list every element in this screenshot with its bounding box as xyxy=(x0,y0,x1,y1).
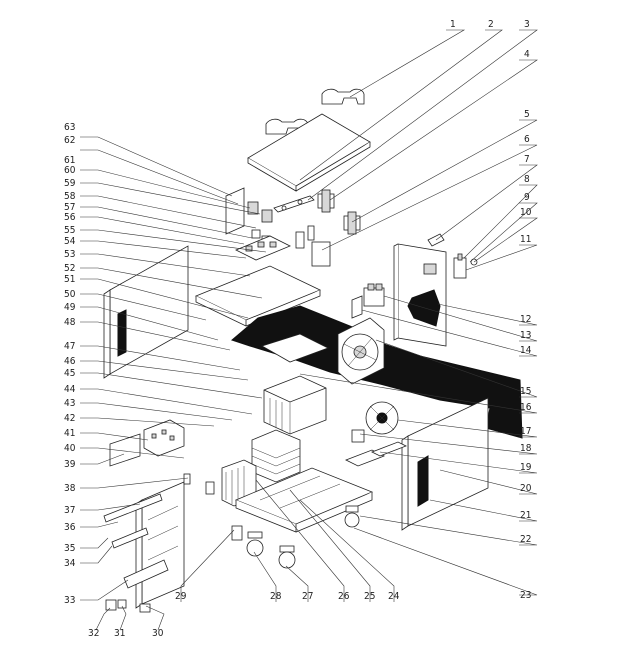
callout-1: 1 xyxy=(450,19,456,30)
callout-51: 51 xyxy=(64,274,75,285)
callout-41: 41 xyxy=(64,428,75,439)
part-rear-fan xyxy=(365,401,399,435)
callout-22: 22 xyxy=(520,534,531,545)
callout-61: 61 xyxy=(64,155,75,166)
callout-25: 25 xyxy=(364,591,375,602)
callout-6: 6 xyxy=(524,134,530,145)
callout-26: 26 xyxy=(338,591,350,602)
callout-31: 31 xyxy=(114,628,125,639)
callout-48: 48 xyxy=(64,317,76,328)
callout-35: 35 xyxy=(64,543,75,554)
callout-labels: 1 2 3 4 5 6 7 8 9 10 11 12 13 14 15 16 1… xyxy=(64,19,532,639)
part-switch-block xyxy=(351,283,385,319)
part-right-side-panel xyxy=(401,397,489,531)
callout-50: 50 xyxy=(64,289,76,300)
callout-21: 21 xyxy=(520,510,531,521)
callout-3: 3 xyxy=(524,19,530,30)
callout-56: 56 xyxy=(64,212,76,223)
callout-57: 57 xyxy=(64,202,75,213)
callout-58: 58 xyxy=(64,191,76,202)
part-left-side-panel xyxy=(103,245,189,379)
callout-27: 27 xyxy=(302,591,313,602)
callout-19: 19 xyxy=(520,462,532,473)
callout-46: 46 xyxy=(64,356,76,367)
callout-13: 13 xyxy=(520,330,531,341)
part-cooling-fan xyxy=(337,317,385,385)
callout-8: 8 xyxy=(524,174,530,185)
part-transformer-small xyxy=(317,189,361,235)
part-terminals xyxy=(345,429,407,467)
callout-28: 28 xyxy=(270,591,282,602)
part-rail-bracket xyxy=(273,195,315,213)
callout-32: 32 xyxy=(88,628,99,639)
callout-43: 43 xyxy=(64,398,75,409)
part-rear-panel xyxy=(393,243,447,347)
callout-45: 45 xyxy=(64,368,75,379)
callout-37: 37 xyxy=(64,505,75,516)
callout-63: 63 xyxy=(64,122,75,133)
callout-60: 60 xyxy=(64,165,76,176)
leader-lines xyxy=(80,29,538,631)
callout-39: 39 xyxy=(64,459,76,470)
callout-54: 54 xyxy=(64,236,76,247)
callout-2: 2 xyxy=(488,19,494,30)
callout-62: 62 xyxy=(64,135,75,146)
part-top-cover xyxy=(247,113,371,192)
callout-44: 44 xyxy=(64,384,76,395)
callout-52: 52 xyxy=(64,263,75,274)
callout-34: 34 xyxy=(64,558,76,569)
callout-18: 18 xyxy=(520,443,532,454)
callout-14: 14 xyxy=(520,345,532,356)
callout-12: 12 xyxy=(520,314,531,325)
callout-23: 23 xyxy=(520,590,531,601)
callout-11: 11 xyxy=(520,234,531,245)
callout-20: 20 xyxy=(520,483,532,494)
callout-49: 49 xyxy=(64,302,76,313)
part-front-handle xyxy=(103,493,163,549)
callout-55: 55 xyxy=(64,225,75,236)
callout-59: 59 xyxy=(64,178,76,189)
callout-53: 53 xyxy=(64,249,75,260)
callout-15: 15 xyxy=(520,386,531,397)
callout-30: 30 xyxy=(152,628,164,639)
callout-16: 16 xyxy=(520,402,532,413)
callout-33: 33 xyxy=(64,595,75,606)
callout-9: 9 xyxy=(524,192,530,203)
callout-17: 17 xyxy=(520,426,531,437)
callout-42: 42 xyxy=(64,413,75,424)
callout-7: 7 xyxy=(524,154,530,165)
part-front-pcb xyxy=(109,419,185,467)
part-castors xyxy=(246,505,360,569)
callout-5: 5 xyxy=(524,109,530,120)
callout-29: 29 xyxy=(175,591,187,602)
part-front-connectors xyxy=(105,473,243,613)
callout-36: 36 xyxy=(64,522,76,533)
callout-10: 10 xyxy=(520,207,532,218)
part-heatsink-module xyxy=(261,333,330,435)
callout-38: 38 xyxy=(64,483,76,494)
callout-4: 4 xyxy=(524,49,530,60)
part-pcb-group xyxy=(225,187,331,267)
callout-40: 40 xyxy=(64,443,76,454)
callout-47: 47 xyxy=(64,341,75,352)
part-base-tray xyxy=(234,467,374,533)
part-main-transformer xyxy=(251,429,301,483)
callout-24: 24 xyxy=(388,591,400,602)
